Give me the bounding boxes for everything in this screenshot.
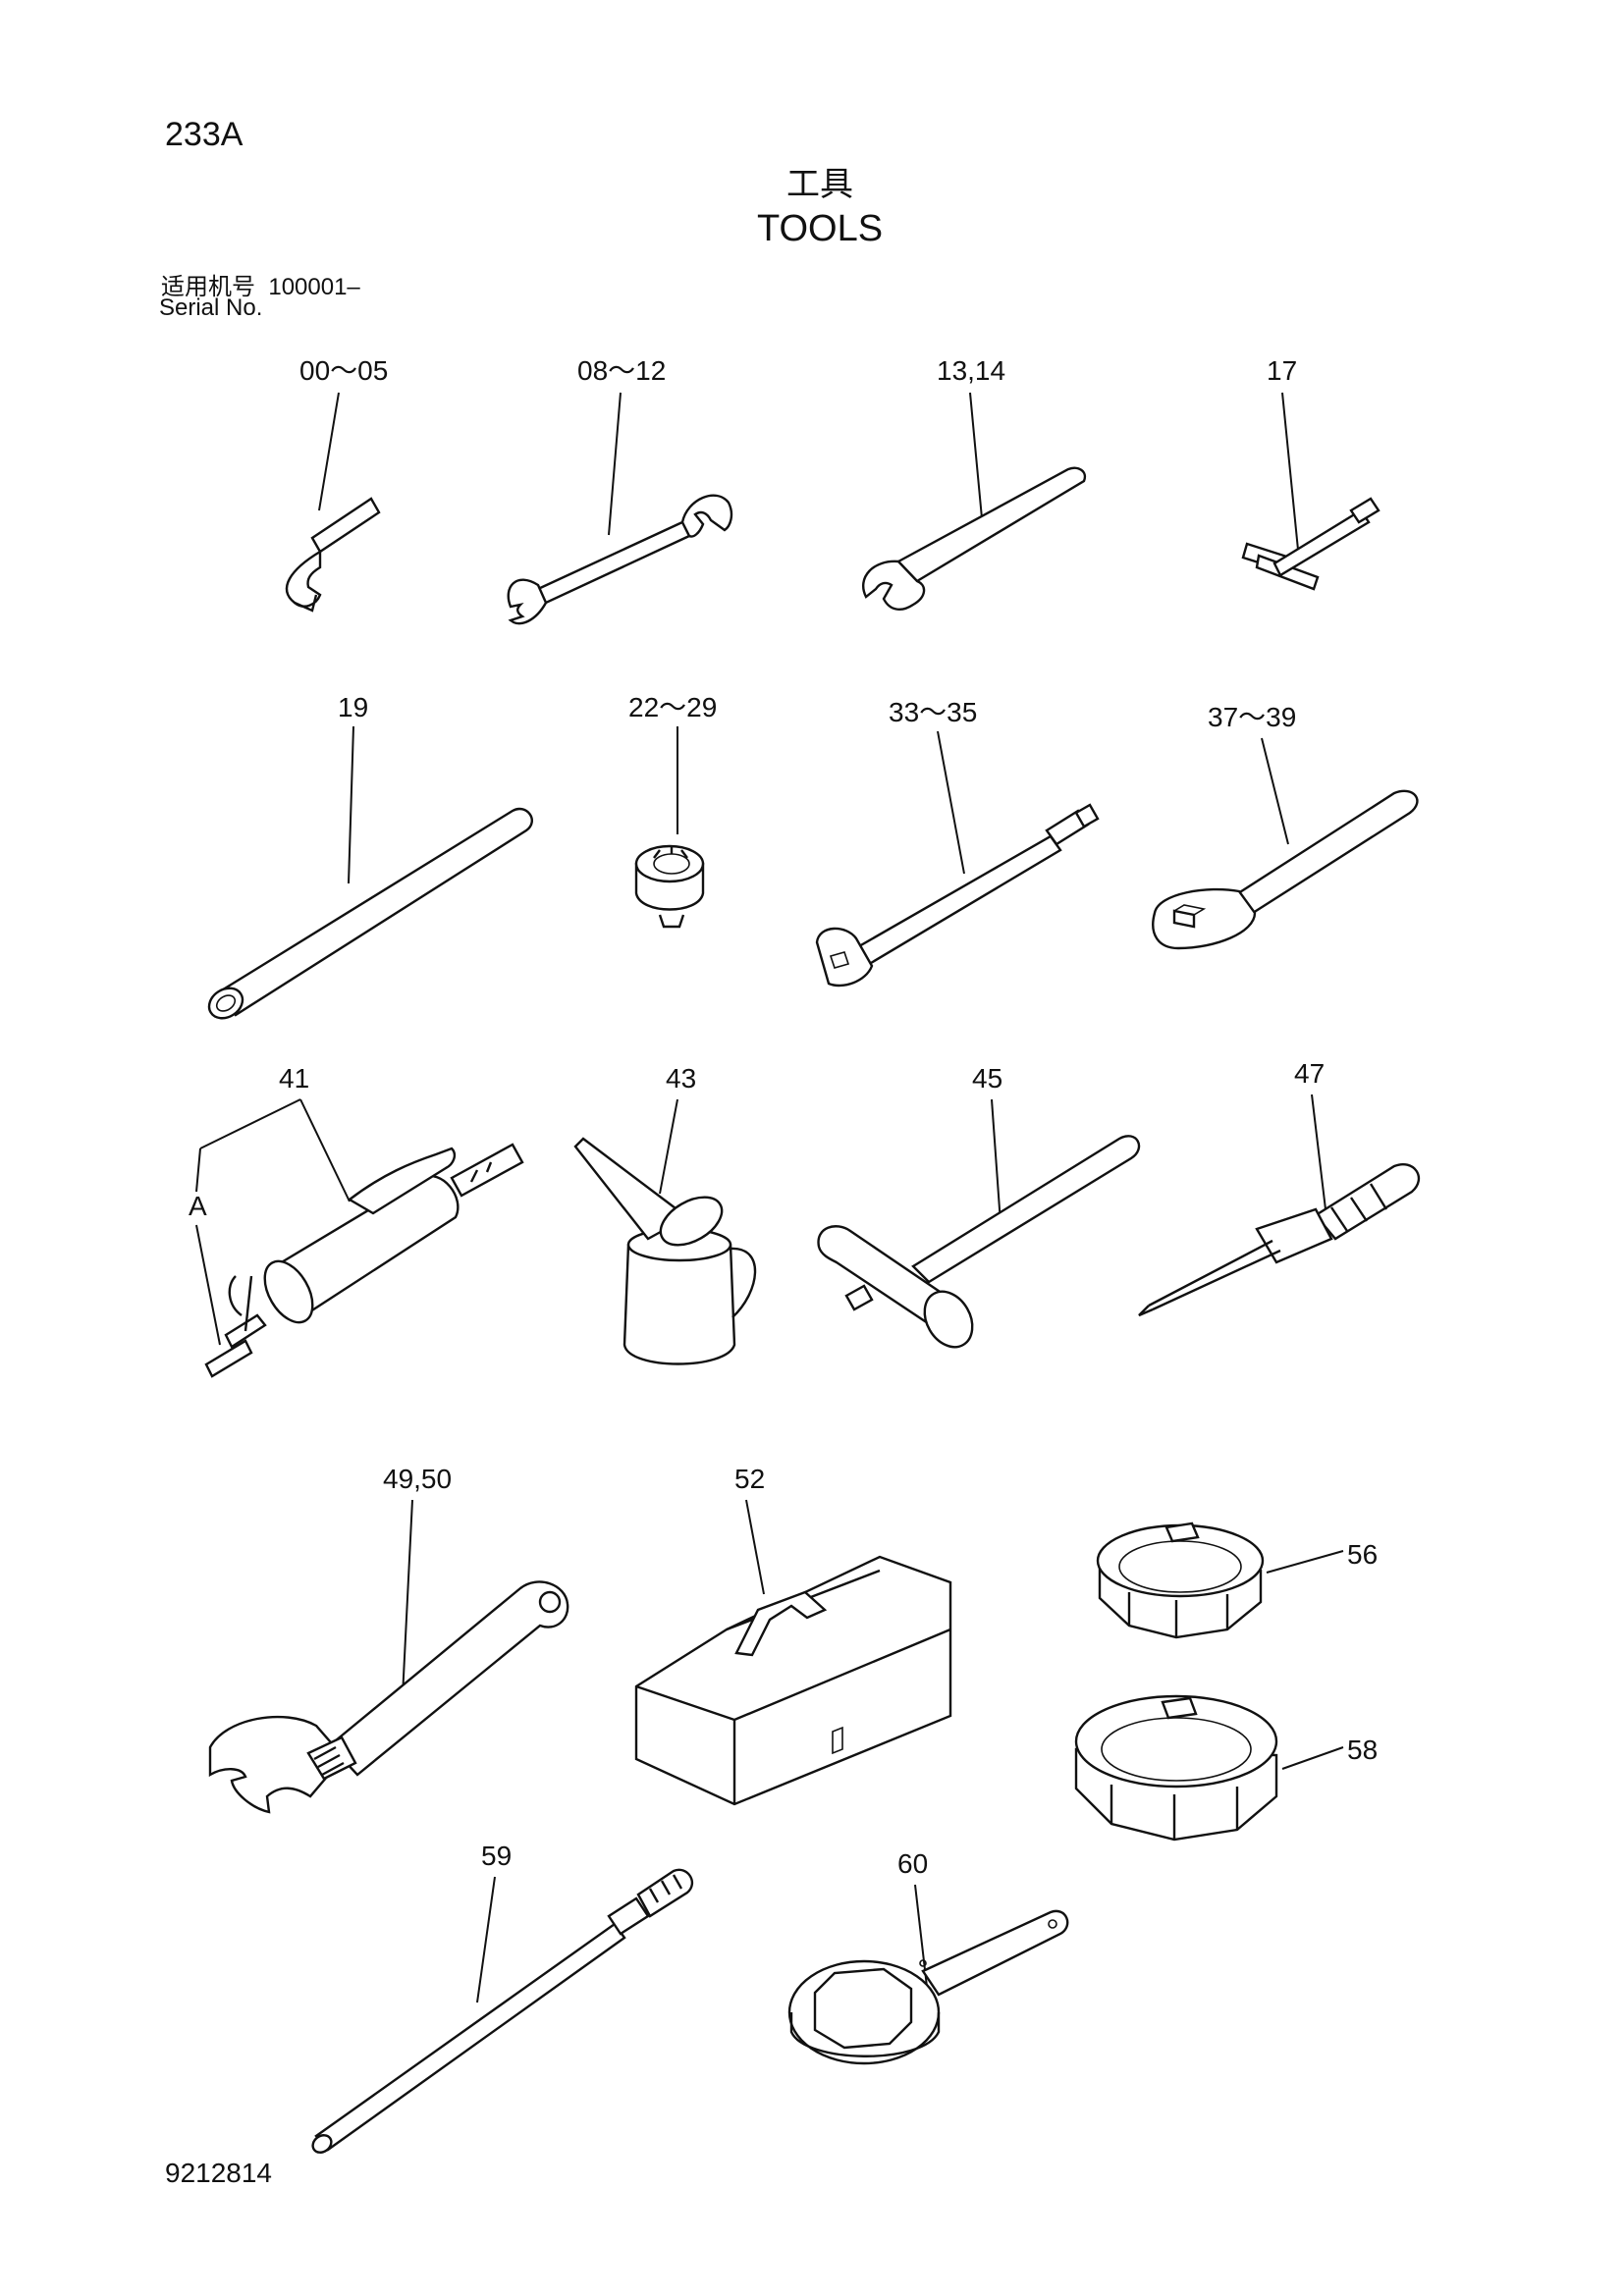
callout-hammer: 45 [972,1063,1002,1094]
tool-box-drawing: 52 [634,1464,952,1806]
callout-t-handle: 17 [1267,355,1297,386]
callout-screwdriver: 47 [1294,1058,1325,1089]
callout-ring-wrench: 60 [897,1848,928,1879]
hex-key-drawing: 00～05 [285,355,388,613]
page-title-chinese: 工具 [786,166,853,203]
oil-can-drawing: 43 [573,1063,757,1365]
serial-value: 100001– [268,274,360,300]
serial-label: Serial No. [159,294,263,321]
callout-hex-keys: 00～05 [299,355,388,386]
callout-grease-gun-detail: A [189,1191,207,1221]
knurled-bar-drawing: 59 [311,1841,694,2154]
callout-spanners: 08～12 [577,355,666,386]
page-number: 233A [165,116,244,153]
pipe-drawing: 19 [207,692,533,1020]
hammer-drawing: 45 [817,1063,1141,1349]
single-wrench-drawing: 13,14 [862,355,1087,611]
adjustable-wrench-drawing: 49,50 [208,1464,569,1814]
ratchet-drawing: 37～39 [1152,702,1419,950]
callout-filter-wrench-small: 56 [1347,1539,1378,1570]
filter-wrench-small-drawing: 56 [1096,1522,1378,1639]
callout-grease-gun: 41 [279,1063,309,1094]
ring-wrench-drawing: 60 [787,1848,1069,2065]
callout-pipe: 19 [338,692,368,722]
callout-knurled-bar: 59 [481,1841,512,1871]
callout-tool-box: 52 [734,1464,765,1494]
extension-bar-drawing: 33～35 [815,697,1100,988]
callout-single-wrench: 13,14 [937,355,1005,386]
page-title: TOOLS [756,208,884,249]
callout-extension-bar: 33～35 [889,697,977,727]
callout-ratchet: 37～39 [1208,702,1296,732]
callout-sockets: 22～29 [628,692,717,722]
socket-drawing: 22～29 [628,692,717,929]
grease-gun-drawing: 41 A [189,1063,524,1378]
t-handle-drawing: 17 [1241,355,1380,591]
document-number: 9212814 [165,2158,273,2188]
serial-label-cn-text: 适用机号 [161,274,255,300]
callout-filter-wrench-large: 58 [1347,1735,1378,1765]
callout-adjustable-wrench: 49,50 [383,1464,452,1494]
filter-wrench-large-drawing: 58 [1074,1694,1378,1842]
serial-label-chinese: 适用机号 100001– [161,267,360,301]
callout-oil-can: 43 [666,1063,696,1094]
double-spanner-drawing: 08～12 [507,355,733,625]
screwdriver-drawing: 47 [1138,1058,1421,1317]
